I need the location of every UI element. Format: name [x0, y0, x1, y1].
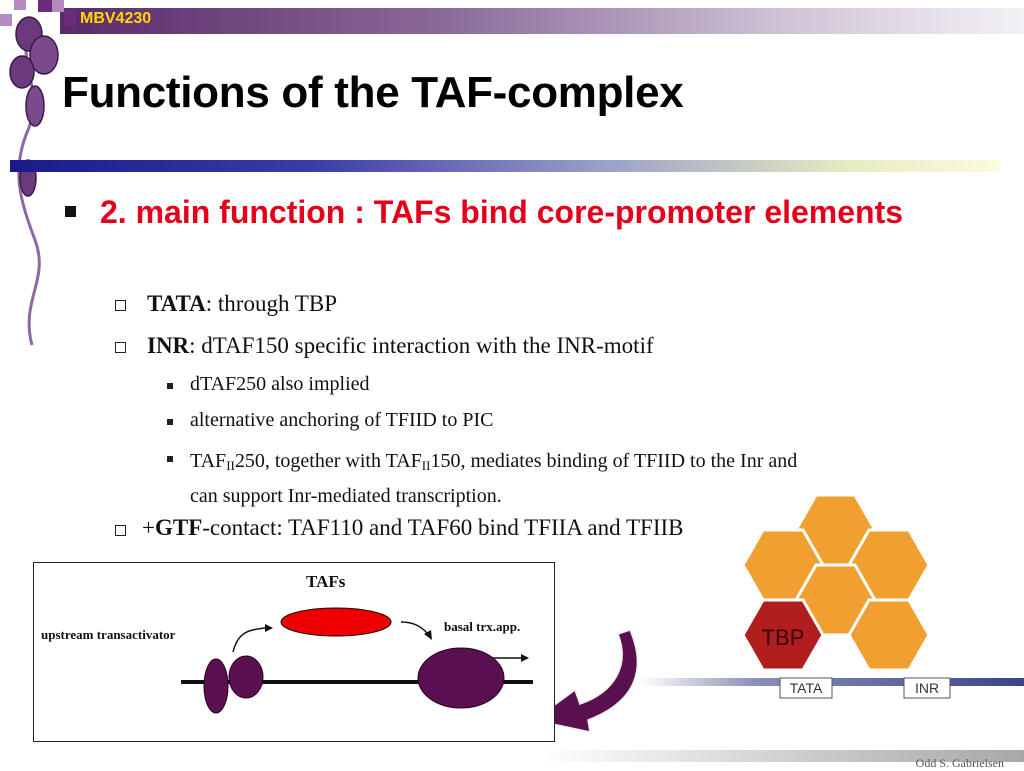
- bullet-marker: [115, 300, 126, 311]
- sub-list-item: dTAF250 also implied: [190, 373, 370, 395]
- deco-square: [38, 0, 52, 12]
- item-text: -contact: TAF110 and TAF60 bind TFIIA an…: [202, 515, 684, 540]
- list-item-inr: INR: dTAF150 specific interaction with t…: [147, 333, 654, 359]
- deco-square: [52, 0, 64, 12]
- transcription-start-arrow: [926, 644, 960, 676]
- taf-text: TAF: [190, 450, 227, 472]
- basal-apparatus-shape: [417, 647, 505, 709]
- tbp-label: TBP: [762, 625, 805, 650]
- tbp-hexagon: [741, 598, 825, 672]
- item-prefix: +: [142, 515, 155, 540]
- taf-hexagon: [847, 598, 931, 672]
- bead-chain-decoration: [9, 16, 59, 346]
- main-bullet-text: 2. main function : TAFs bind core-promot…: [100, 194, 904, 230]
- header-bar: [60, 8, 1024, 34]
- slide-title: Functions of the TAF-complex: [62, 68, 684, 117]
- deco-square: [64, 10, 76, 26]
- item-text: : dTAF150 specific interaction with the …: [189, 333, 654, 358]
- sub-list-item-taf: TAFII250, together with TAFII150, mediat…: [190, 446, 990, 511]
- bullet-marker: [65, 206, 76, 217]
- sub-list-item: alternative anchoring of TFIID to PIC: [190, 409, 494, 431]
- item-keyword: TATA: [147, 291, 206, 316]
- course-code: MBV4230: [80, 10, 152, 27]
- taf-text: 150, mediates binding of TFIID to the In…: [430, 450, 798, 472]
- deco-square: [14, 0, 26, 10]
- taf-text: 250, together with TAF: [234, 450, 422, 472]
- footer-author: Odd S. Gabrielsen: [915, 756, 1004, 770]
- inr-label: INR: [915, 680, 939, 696]
- title-divider: [10, 160, 1000, 172]
- tata-label: TATA: [790, 680, 823, 696]
- bullet-marker: [167, 419, 173, 425]
- bullet-marker: [115, 342, 126, 353]
- footer-bar: [540, 750, 1024, 762]
- diagram-graphic: [181, 607, 533, 714]
- tfiid-hexagon-figure: TBP TATA INR: [630, 493, 1024, 699]
- bullet-marker: [115, 525, 126, 536]
- activator-shape: [203, 658, 229, 714]
- subscript: II: [226, 458, 235, 473]
- basal-apparatus-label: basal trx.app.: [444, 619, 521, 634]
- upstream-transactivator-label: upstream transactivator: [41, 627, 176, 642]
- list-item-tata: TATA: through TBP: [147, 291, 337, 317]
- deco-square: [0, 14, 12, 26]
- bullet-marker: [167, 456, 173, 462]
- bullet-marker: [167, 383, 173, 389]
- tafs-label: TAFs: [306, 572, 346, 591]
- subscript: II: [421, 458, 431, 473]
- item-keyword: INR: [147, 333, 190, 358]
- taf-text: can support Inr-mediated transcription.: [190, 485, 502, 507]
- tafs-ellipse: [280, 607, 392, 637]
- item-text: : through TBP: [205, 291, 337, 316]
- activator-shape: [228, 655, 264, 699]
- list-item-gtf: +GTF-contact: TAF110 and TAF60 bind TFII…: [142, 515, 683, 541]
- item-keyword: GTF: [154, 515, 203, 540]
